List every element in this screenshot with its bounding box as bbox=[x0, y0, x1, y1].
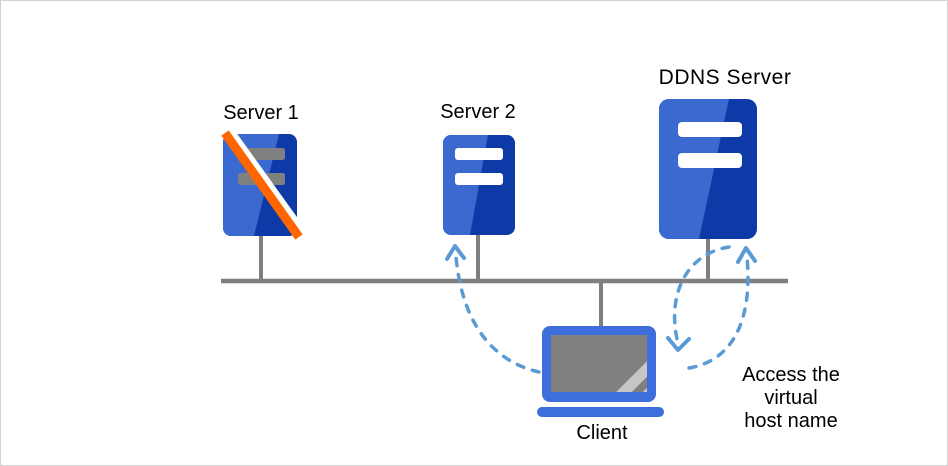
label-client: Client bbox=[576, 422, 628, 444]
ddns-server-icon bbox=[659, 99, 757, 239]
arrowhead-up-server2-icon bbox=[445, 244, 466, 261]
arrowhead-down-client-icon bbox=[666, 336, 691, 352]
annotation-access-virtual-host-name: Access the virtual host name bbox=[742, 364, 840, 432]
arrow-ddns-to-client bbox=[672, 245, 731, 341]
client-laptop-icon bbox=[537, 326, 664, 417]
label-ddns-server: DDNS Server bbox=[658, 66, 792, 89]
label-server1: Server 1 bbox=[223, 102, 299, 124]
laptop-screen-glare bbox=[616, 361, 647, 392]
server2-icon bbox=[443, 135, 515, 235]
arrowhead-up-ddns-icon bbox=[736, 246, 757, 264]
label-server2: Server 2 bbox=[440, 101, 516, 123]
arrow-client-to-ddns bbox=[687, 255, 750, 370]
server1-outage-slash-icon bbox=[221, 127, 307, 240]
arrow-client-to-server2 bbox=[454, 255, 541, 374]
